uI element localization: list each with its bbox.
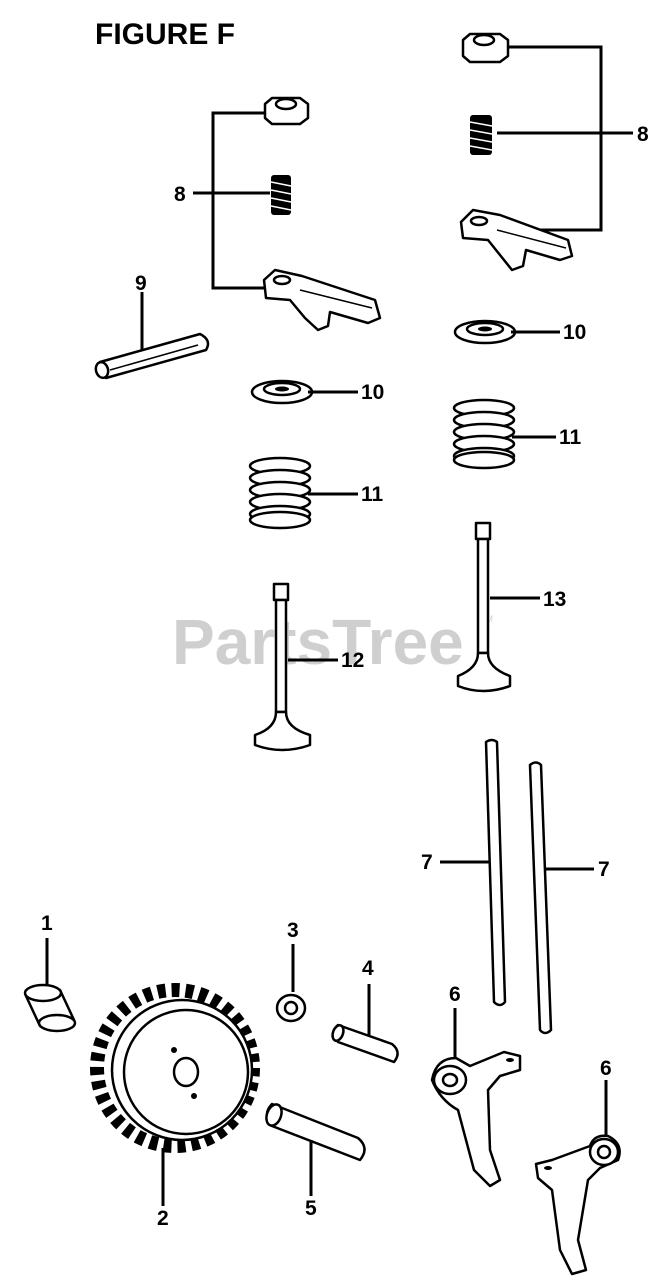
nut-left — [263, 96, 310, 126]
callout-2: 2 — [157, 1207, 169, 1230]
nut-right — [461, 32, 510, 64]
callout-4: 4 — [362, 957, 374, 980]
callout-10-right: 10 — [563, 321, 586, 344]
watermark: PartsTree — [172, 606, 464, 678]
callout-8-left-bracket — [211, 111, 266, 290]
callout-11-left: 11 — [361, 483, 384, 506]
retainer-right: 10 — [453, 319, 586, 345]
right-rocker-group: 8 — [459, 32, 649, 272]
pin-5: 5 — [265, 1102, 366, 1220]
pin-9: 9 — [94, 272, 210, 380]
callout-6-right: 6 — [600, 1057, 612, 1080]
callout-12: 12 — [341, 649, 364, 672]
cam-follower-right: 6 — [534, 1057, 621, 1276]
rocker-arm-right — [459, 208, 574, 272]
adjusting-screw-right — [469, 115, 493, 155]
callout-9: 9 — [135, 272, 147, 295]
valve-intake-13: 13 — [456, 521, 566, 693]
bushing-1: 1 — [23, 912, 77, 1033]
callout-8-right: 8 — [637, 123, 649, 146]
figure-title: FIGURE F — [95, 18, 235, 51]
left-rocker-group: 8 — [174, 96, 382, 332]
callout-8-right-bracket — [508, 45, 603, 232]
retainer-left: 10 — [250, 379, 384, 405]
callout-10-left: 10 — [361, 381, 384, 404]
callout-1: 1 — [41, 912, 53, 935]
callout-8-left: 8 — [174, 183, 186, 206]
valve-exhaust-12: 12 — [253, 582, 364, 752]
pin-4: 4 — [331, 957, 399, 1064]
callout-3: 3 — [287, 919, 299, 942]
cam-follower-mid: 6 — [430, 983, 522, 1188]
rocker-arm-left — [262, 268, 382, 332]
spring-right: 11 — [452, 398, 582, 470]
callout-7-right: 7 — [598, 858, 610, 881]
spring-left: 11 — [248, 456, 384, 530]
washer-3: 3 — [275, 919, 307, 1023]
callout-6-mid: 6 — [449, 983, 461, 1006]
callout-5: 5 — [305, 1197, 317, 1220]
callout-11-right: 11 — [559, 426, 582, 449]
push-rod-right: 7 — [528, 761, 610, 1035]
cam-gear-2: 2 — [90, 983, 260, 1230]
callout-13: 13 — [543, 588, 566, 611]
push-rod-left: 7 — [421, 738, 507, 1007]
callout-7-left: 7 — [421, 851, 433, 874]
adjusting-screw-left — [270, 175, 292, 215]
